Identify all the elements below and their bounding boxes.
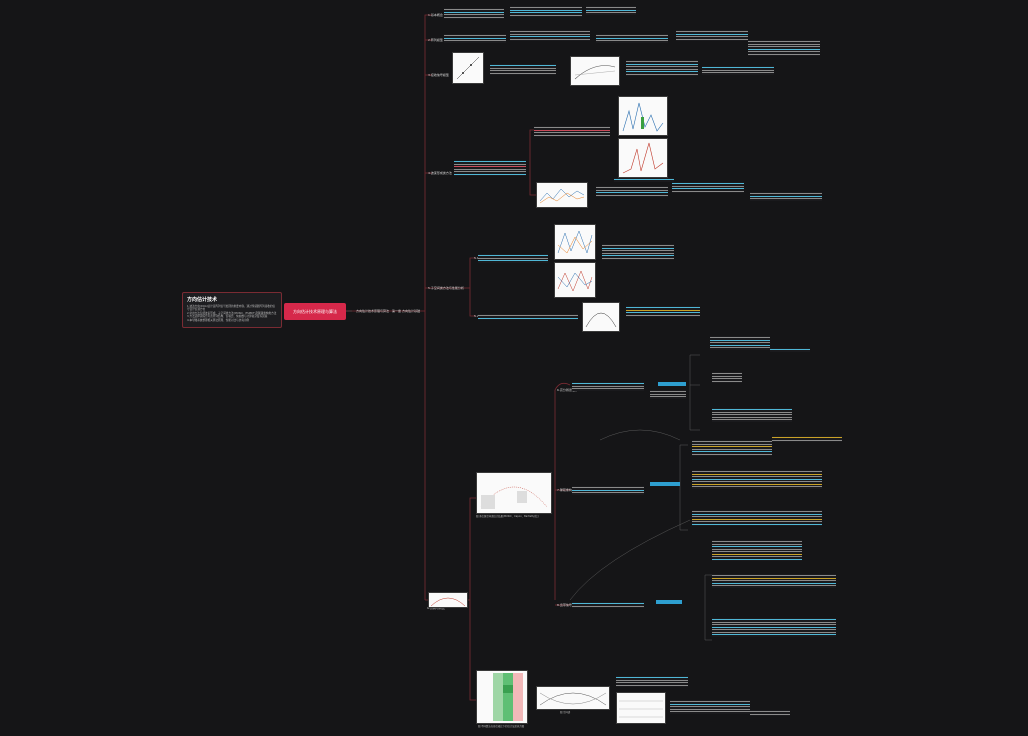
text-block	[750, 192, 822, 201]
text-block	[444, 34, 506, 43]
root-topic[interactable]: 方向估计技术原理与算法	[284, 303, 346, 320]
spectrum-chart-icon	[622, 102, 664, 132]
figure-thumbnail[interactable]	[452, 52, 484, 84]
text-block	[692, 440, 772, 457]
text-block	[626, 60, 698, 77]
text-block	[478, 254, 548, 263]
line-chart-icon	[539, 692, 607, 706]
text-block	[692, 510, 822, 527]
figure-thumbnail[interactable]	[476, 670, 528, 724]
highlight-tag	[650, 482, 680, 486]
text-block	[712, 408, 792, 422]
branch-main[interactable]: 方向估计技术原理与算法	[356, 309, 390, 313]
branch-item9[interactable]: 9.仿真与对比	[427, 606, 445, 610]
branch-item8[interactable]: 8.宽带信号方法	[557, 603, 578, 607]
branch-item4[interactable]: 4.波束形成类方法	[428, 171, 452, 175]
text-block	[572, 382, 644, 391]
text-block	[712, 540, 802, 562]
spectrum-chart-icon	[585, 312, 617, 328]
line-chart-icon	[574, 65, 616, 80]
figure-thumbnail[interactable]	[554, 224, 596, 260]
text-block	[692, 470, 822, 489]
branch-item2[interactable]: 2.阵列模型	[428, 38, 443, 42]
figure-caption: 图 不同算法在各信噪比下的估计误差热力图	[478, 725, 525, 728]
highlight-tag	[658, 382, 686, 386]
text-block	[572, 486, 644, 495]
text-block	[616, 676, 688, 688]
root-topic-label: 方向估计技术原理与算法	[293, 308, 337, 314]
text-block	[670, 700, 750, 714]
branch-item5[interactable]: 5.子空间类方法与性能分析	[428, 286, 464, 290]
text-block	[626, 306, 700, 318]
text-block	[444, 8, 504, 20]
figure-caption: 图 空间谱	[560, 711, 571, 714]
branch-item1[interactable]: 1.基本概念	[428, 13, 443, 17]
text-block	[478, 314, 578, 321]
highlight-tag	[656, 600, 682, 604]
text-block	[672, 182, 744, 194]
text-block	[750, 710, 790, 717]
text-block	[510, 6, 582, 18]
line-chart-icon	[557, 270, 593, 292]
branch-sub[interactable]: 第一章 方向估计基础	[392, 309, 420, 313]
doa-spectrum-chart	[480, 486, 548, 509]
branch-item7[interactable]: 7.稀疏重构方法	[557, 488, 578, 492]
figure-thumbnail[interactable]	[618, 96, 668, 136]
figure-thumbnail[interactable]	[582, 302, 620, 332]
figure-caption: 图 多信源空间谱估计结果(MUSIC、Capon、Bartlett对比)	[476, 515, 539, 518]
note-title: 方向估计技术	[187, 297, 218, 303]
summary-note: 方向估计技术 1.波达方向(DOA)估计是阵列信号处理的重要内容，通过传感器阵列…	[182, 292, 282, 328]
heatmap-chart	[493, 673, 523, 721]
text-block	[510, 30, 590, 42]
figure-thumbnail[interactable]	[428, 592, 468, 608]
text-block	[748, 40, 820, 57]
figure-thumbnail[interactable]	[554, 262, 596, 298]
branch-item3[interactable]: 3.接收信号模型	[428, 73, 449, 77]
branch-item6[interactable]: 6.高分辨谱估计	[557, 388, 578, 392]
text-block	[596, 34, 668, 43]
line-chart-icon	[539, 188, 585, 204]
table-icon	[619, 700, 663, 718]
text-block	[676, 30, 748, 42]
text-block	[572, 602, 644, 609]
figure-thumbnail[interactable]	[618, 138, 668, 178]
text-block	[770, 348, 810, 352]
text-block	[602, 244, 674, 261]
figure-thumbnail[interactable]	[536, 182, 588, 208]
figure-thumbnail[interactable]	[536, 686, 610, 710]
figure-thumbnail[interactable]	[616, 692, 666, 724]
text-block	[650, 390, 686, 399]
figure-thumbnail[interactable]	[570, 56, 620, 86]
text-block	[772, 436, 842, 443]
text-block	[614, 178, 674, 182]
note-line-3: 3.方法选择需综合考虑阵列结构、信噪比、快拍数与计算复杂度等因素	[187, 315, 268, 319]
text-block	[710, 336, 770, 350]
text-block	[702, 66, 774, 75]
curve-icon	[430, 597, 466, 607]
text-block	[596, 186, 668, 198]
note-line-4: 4.本导图系统整理相关算法原理、性能对比与仿真示例	[187, 318, 250, 322]
figure-thumbnail[interactable]	[476, 472, 552, 514]
text-block	[712, 618, 836, 637]
note-line-1: 1.波达方向(DOA)估计是阵列信号处理的重要内容，通过传感器阵列接收的信号估计…	[187, 305, 276, 312]
text-block	[534, 126, 610, 138]
text-block	[490, 64, 556, 76]
text-block	[712, 372, 742, 384]
text-block	[712, 574, 836, 588]
line-chart-icon	[557, 230, 593, 254]
scatter-icon	[456, 56, 480, 80]
text-block	[586, 6, 636, 15]
text-block	[454, 160, 526, 177]
spectrum-chart-icon	[622, 142, 664, 174]
note-line-2: 2.常用方法包括波束形成、子空间类方法(MUSIC、ESPRIT)及稀疏重构类方…	[187, 311, 277, 315]
